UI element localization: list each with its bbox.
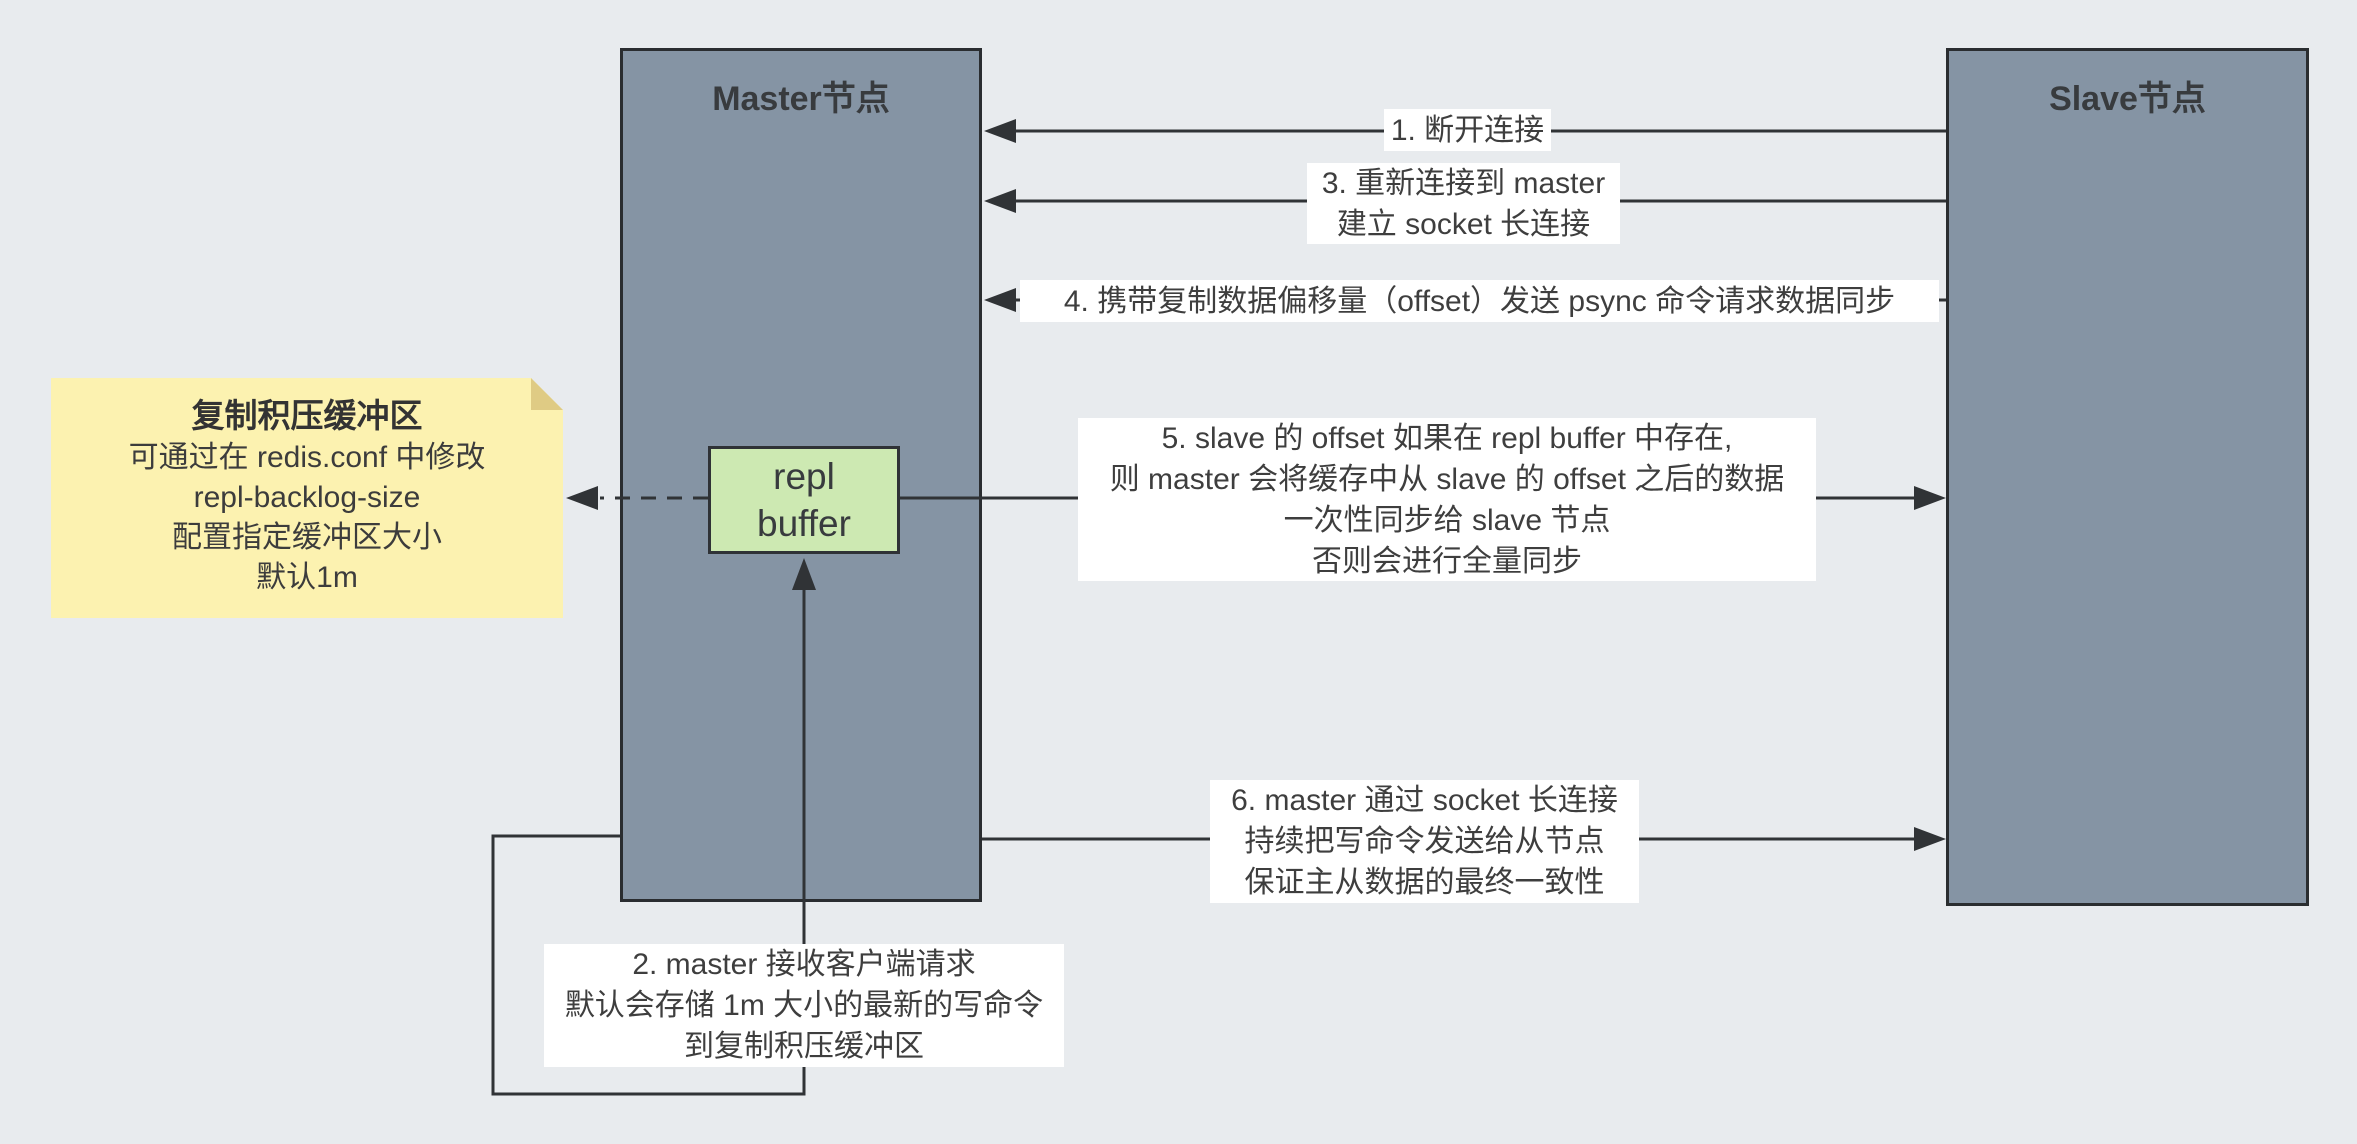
note-title: 复制积压缓冲区 — [191, 397, 423, 434]
arrow-left-icon — [984, 189, 1016, 213]
arrow-2-line — [491, 588, 806, 1096]
master-node-title: Master节点 — [712, 80, 890, 118]
note-line: 默认1m — [256, 561, 358, 594]
step-5-text: 5. slave 的 offset 如果在 repl buffer 中存在, — [1161, 421, 1733, 455]
step-4-text: 4. 携带复制数据偏移量（offset）发送 psync 命令请求数据同步 — [1063, 284, 1896, 318]
step-3-text: 建立 socket 长连接 — [1336, 207, 1591, 241]
step-2-text: 默认会存储 1m 大小的最新的写命令 — [564, 989, 1044, 1022]
step-6-text: 6. master 通过 socket 长连接 — [1231, 784, 1618, 817]
arrow-left-icon — [984, 288, 1016, 312]
repl-backlog-note: 复制积压缓冲区 可通过在 redis.conf 中修改 repl-backlog… — [51, 378, 563, 618]
step-2-label: 2. master 接收客户端请求 默认会存储 1m 大小的最新的写命令 到复制… — [544, 944, 1064, 1067]
step-4-label: 4. 携带复制数据偏移量（offset）发送 psync 命令请求数据同步 — [1020, 280, 1939, 322]
arrow-up-icon — [792, 558, 816, 590]
step-6-label: 6. master 通过 socket 长连接 持续把写命令发送给从节点 保证主… — [1210, 780, 1639, 903]
step-3-text: 3. 重新连接到 master — [1321, 166, 1606, 200]
step-2-text: 到复制积压缓冲区 — [684, 1030, 924, 1063]
step-1-text: 1. 断开连接 — [1390, 113, 1545, 147]
note-line: 配置指定缓冲区大小 — [172, 521, 442, 554]
arrow-right-icon — [1914, 827, 1946, 851]
step-5-text: 则 master 会将缓存中从 slave 的 offset 之后的数据 — [1109, 462, 1785, 496]
step-6-text: 保证主从数据的最终一致性 — [1244, 866, 1605, 899]
slave-node-title: Slave节点 — [2049, 80, 2206, 118]
step-5-label: 5. slave 的 offset 如果在 repl buffer 中存在, 则… — [1078, 418, 1816, 581]
repl-buffer-label: buffer — [757, 503, 851, 544]
step-1-label: 1. 断开连接 — [1384, 109, 1551, 151]
step-6-text: 持续把写命令发送给从节点 — [1244, 825, 1605, 858]
arrow-left-icon — [566, 486, 598, 510]
note-line: repl-backlog-size — [193, 481, 421, 514]
step-5-text: 一次性同步给 slave 节点 — [1283, 503, 1611, 537]
slave-node: Slave节点 — [1946, 48, 2309, 906]
note-line: 可通过在 redis.conf 中修改 — [128, 441, 486, 474]
step-3-label: 3. 重新连接到 master 建立 socket 长连接 — [1307, 163, 1620, 244]
repl-buffer-label: repl — [773, 456, 835, 497]
repl-buffer-box: repl buffer — [708, 446, 900, 554]
arrow-left-icon — [984, 119, 1016, 143]
step-5-text: 否则会进行全量同步 — [1312, 544, 1582, 578]
arrow-right-icon — [1914, 486, 1946, 510]
step-2-text: 2. master 接收客户端请求 — [632, 948, 976, 981]
